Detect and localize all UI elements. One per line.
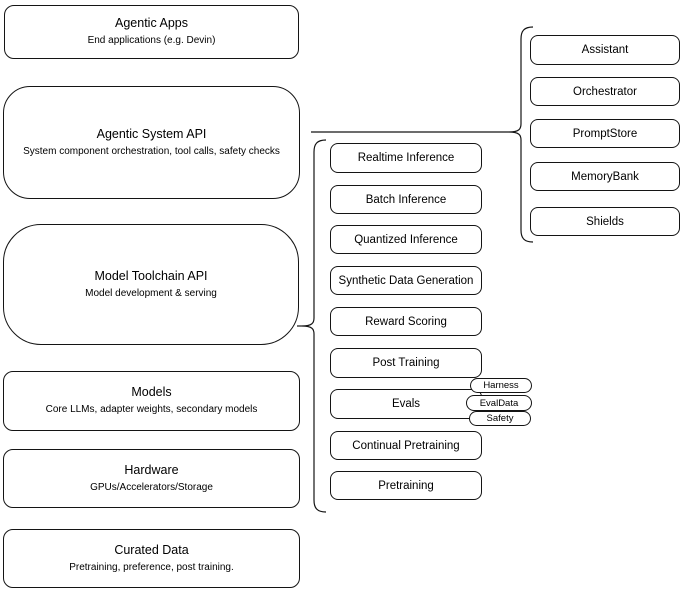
- box-title: Agentic System API: [96, 126, 207, 141]
- pill-safety: Safety: [469, 411, 531, 426]
- box-assistant: Assistant: [530, 35, 680, 65]
- box-label: Quantized Inference: [354, 233, 458, 246]
- box-post-training: Post Training: [330, 348, 482, 378]
- box-label: Orchestrator: [573, 85, 637, 98]
- box-label: MemoryBank: [571, 170, 639, 183]
- pill-label: EvalData: [479, 397, 519, 409]
- box-title: Model Toolchain API: [94, 268, 208, 283]
- box-promptstore: PromptStore: [530, 119, 680, 148]
- box-label: Post Training: [372, 357, 440, 369]
- box-batch-inference: Batch Inference: [330, 185, 482, 214]
- box-memorybank: MemoryBank: [530, 162, 680, 191]
- box-label: Reward Scoring: [365, 315, 447, 328]
- box-orchestrator: Orchestrator: [530, 77, 680, 106]
- box-evals: Evals: [330, 389, 482, 419]
- box-agentic-apps: Agentic Apps End applications (e.g. Devi…: [4, 5, 299, 59]
- box-reward-scoring: Reward Scoring: [330, 307, 482, 336]
- box-subtitle: System component orchestration, tool cal…: [23, 145, 280, 157]
- pill-harness: Harness: [470, 378, 532, 393]
- box-label: Pretraining: [378, 479, 434, 492]
- box-title: Models: [131, 385, 172, 400]
- box-subtitle: Core LLMs, adapter weights, secondary mo…: [45, 404, 258, 416]
- box-hardware: Hardware GPUs/Accelerators/Storage: [3, 449, 300, 508]
- box-synthetic-data-generation: Synthetic Data Generation: [330, 266, 482, 295]
- box-subtitle: Pretraining, preference, post training.: [69, 561, 234, 573]
- box-model-toolchain-api: Model Toolchain API Model development & …: [3, 224, 299, 345]
- pill-evaldata: EvalData: [466, 395, 532, 411]
- box-label: Evals: [391, 398, 421, 410]
- box-agentic-system-api: Agentic System API System component orch…: [3, 86, 300, 199]
- pill-label: Harness: [483, 380, 519, 391]
- box-subtitle: GPUs/Accelerators/Storage: [90, 481, 213, 493]
- box-label: Shields: [586, 215, 624, 228]
- box-label: PromptStore: [572, 127, 638, 140]
- box-title: Agentic Apps: [115, 16, 188, 31]
- box-label: Batch Inference: [365, 193, 447, 206]
- box-realtime-inference: Realtime Inference: [330, 143, 482, 173]
- box-pretraining: Pretraining: [330, 471, 482, 500]
- box-title: Hardware: [124, 462, 179, 477]
- box-shields: Shields: [530, 207, 680, 236]
- box-subtitle: Model development & serving: [85, 287, 217, 299]
- box-curated-data: Curated Data Pretraining, preference, po…: [3, 529, 300, 588]
- box-subtitle: End applications (e.g. Devin): [87, 35, 216, 47]
- box-continual-pretraining: Continual Pretraining: [330, 431, 482, 460]
- box-quantized-inference: Quantized Inference: [330, 225, 482, 254]
- box-title: Curated Data: [114, 542, 189, 557]
- box-label: Continual Pretraining: [352, 439, 460, 452]
- box-label: Assistant: [581, 44, 629, 56]
- box-label: Synthetic Data Generation: [338, 274, 474, 287]
- pill-label: Safety: [486, 413, 514, 424]
- box-models: Models Core LLMs, adapter weights, secon…: [3, 371, 300, 431]
- brace-toolchain-items: [301, 139, 327, 513]
- box-label: Realtime Inference: [357, 152, 455, 164]
